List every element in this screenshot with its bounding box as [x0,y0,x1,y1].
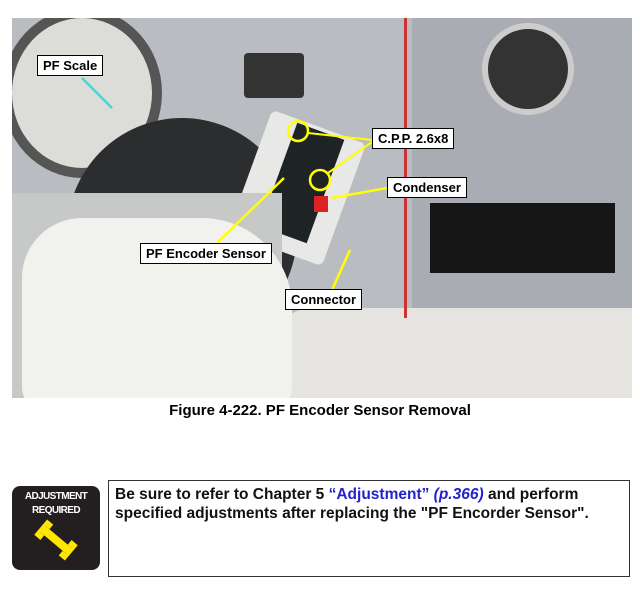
ribbon-cable [272,308,632,398]
adjustment-link[interactable]: “Adjustment” [328,486,430,503]
figure-caption: Figure 4-222. PF Encoder Sensor Removal [169,402,471,419]
icon-line-1: ADJUSTMENT [24,491,88,502]
pf-scale-label: PF Scale [37,55,104,76]
adjustment-required-icon: ADJUSTMENT REQUIRED [12,486,100,570]
note-text-before: Be sure to refer to Chapter 5 [115,486,329,503]
screw-highlight-1 [286,119,310,143]
wrench-icon [34,519,78,561]
adjustment-note: Be sure to refer to Chapter 5 “Adjustmen… [108,480,630,577]
sensor-arrow [216,177,285,244]
pf-scale-arrow [81,77,113,109]
cpp-arrow-2 [327,141,373,174]
callout-arrows [81,77,388,291]
figure-photo: PF Scale C.P.P. 2.6x8 Condenser PF Encod… [12,18,632,398]
screw-highlight-2 [308,168,332,192]
note-text-after: and perform specified adjustments after … [115,486,589,522]
connector-arrow [330,249,352,291]
right-shaft [482,23,574,115]
cpp-label: C.P.P. 2.6x8 [372,128,455,149]
page-ref-link[interactable]: (p.366) [433,486,484,503]
red-wire [404,18,407,318]
pf-encoder-sensor-label: PF Encoder Sensor [140,243,272,264]
cpp-arrow-1 [307,132,373,141]
black-tape [430,203,615,273]
connector-label: Connector [285,289,362,310]
condenser-part [314,196,328,212]
condenser-arrow [331,186,388,200]
icon-line-2: REQUIRED [32,505,81,516]
window-opening [244,53,304,98]
condenser-label: Condenser [387,177,467,198]
